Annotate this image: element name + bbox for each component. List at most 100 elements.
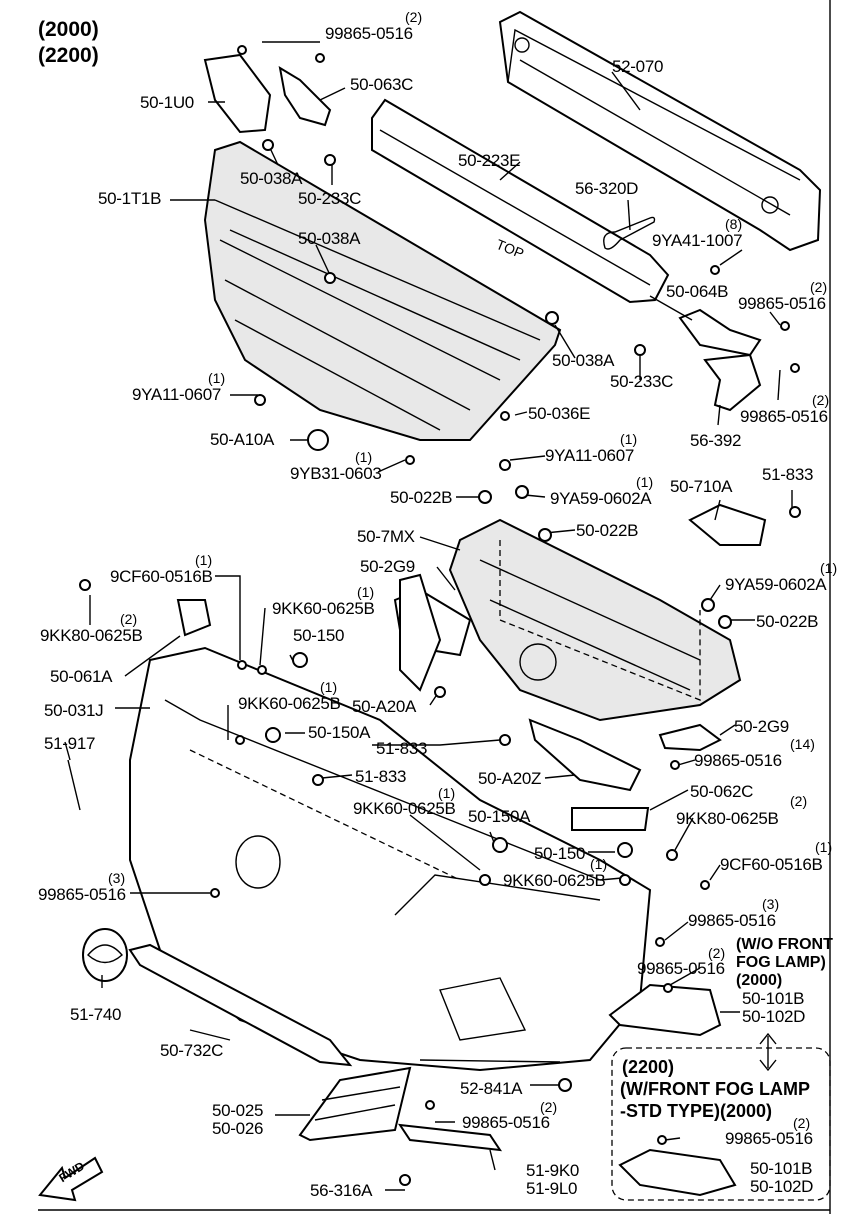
part-qty: (1) <box>815 839 833 855</box>
part-label: 9YA11-0607 <box>132 385 221 404</box>
part-qty: (2) <box>405 9 423 25</box>
grille-insert-025 <box>298 1066 412 1142</box>
svg-text:TOP: TOP <box>494 236 526 262</box>
part-qty: (3) <box>108 870 126 886</box>
part-qty: (2) <box>790 793 808 809</box>
part-label: 50-038A <box>240 169 303 188</box>
part-label: 50-102D <box>750 1177 814 1196</box>
fog-cover-wo-fog <box>608 983 722 1037</box>
part-label: 50-150A <box>308 723 371 742</box>
bracket-a20z <box>528 718 642 792</box>
part-label: 51-9L0 <box>526 1179 578 1198</box>
part-label: 50-061A <box>50 667 113 686</box>
part-label: 50-064B <box>666 282 729 301</box>
part-label: 50-223E <box>458 151 521 170</box>
note-with-fog-line3: -STD TYPE)(2000) <box>620 1101 773 1121</box>
panel-710a <box>688 503 767 546</box>
part-label: 99865-0516 <box>694 751 782 770</box>
part-qty: (1) <box>590 856 608 872</box>
part-label: 50-025 <box>212 1101 264 1120</box>
part-label: 50-038A <box>552 351 615 370</box>
part-label: 50-101B <box>742 989 805 1008</box>
part-qty: (1) <box>195 552 213 568</box>
part-label: 99865-0516 <box>38 885 126 904</box>
part-qty: (1) <box>820 560 838 576</box>
emblem-51-740 <box>82 928 128 982</box>
part-label: 9KK80-0625B <box>40 626 143 645</box>
part-label: 99865-0516 <box>738 294 826 313</box>
bracket-061a <box>176 599 212 637</box>
bracket-left-upper <box>203 53 272 134</box>
part-label: 50-150 <box>534 844 586 863</box>
part-label: 50-026 <box>212 1119 264 1138</box>
bracket-064b <box>678 308 762 357</box>
part-label: 9YA59-0602A <box>725 575 827 594</box>
part-qty: (1) <box>208 370 226 386</box>
part-label: 50-038A <box>298 229 361 248</box>
part-label: 51-9K0 <box>526 1161 580 1180</box>
note-wo-fog-line1: (W/O FRONT <box>736 936 833 953</box>
part-label: 9YA59-0602A <box>550 489 652 508</box>
part-label: 50-2G9 <box>360 557 415 576</box>
part-qty: (1) <box>636 474 654 490</box>
part-label: 56-392 <box>690 431 742 450</box>
part-qty: (2) <box>810 279 828 295</box>
part-qty: (1) <box>357 584 375 600</box>
part-label: 50-150A <box>468 807 531 826</box>
model-header-2000: (2000) <box>38 18 99 41</box>
part-label: 9YB31-0603 <box>290 464 382 483</box>
part-qty: (1) <box>320 679 338 695</box>
part-qty: (1) <box>355 449 373 465</box>
part-label: 50-150 <box>293 626 345 645</box>
model-header-2200: (2200) <box>38 44 99 67</box>
part-label: 99865-0516 <box>462 1113 550 1132</box>
leader-lines <box>64 41 793 1191</box>
part-label: 50-A10A <box>210 430 275 449</box>
part-label: 50-233C <box>298 189 362 208</box>
part-qty: (2) <box>708 945 726 961</box>
part-label: 51-740 <box>70 1005 122 1024</box>
radiator-grille <box>203 140 562 441</box>
fwd-arrow <box>38 1156 104 1202</box>
part-qty: (14) <box>790 736 815 752</box>
part-label: 9KK60-0625B <box>353 799 456 818</box>
part-label: 52-841A <box>460 1079 523 1098</box>
part-label: 50-102D <box>742 1007 806 1026</box>
part-label: 9KK80-0625B <box>676 809 779 828</box>
part-label: 9KK60-0625B <box>503 871 606 890</box>
part-label: 50-031J <box>44 701 104 720</box>
part-label: 51-833 <box>355 767 407 786</box>
reinforcement-bar <box>498 10 822 252</box>
part-label: 50-233C <box>610 372 674 391</box>
part-label: 99865-0516 <box>740 407 828 426</box>
part-label: 50-063C <box>350 75 414 94</box>
part-label: 50-062C <box>690 782 754 801</box>
bracket-2g9-right <box>658 723 722 752</box>
part-label: 9YA41-1007 <box>652 231 743 250</box>
part-qty: (2) <box>793 1115 811 1131</box>
molding-51-9k0 <box>397 1123 503 1152</box>
with-fog-lamp-box <box>611 1047 831 1201</box>
part-label: 99865-0516 <box>637 959 725 978</box>
lower-lip-732c <box>128 943 353 1067</box>
bracket-56-392 <box>703 353 762 412</box>
part-label: 50-1T1B <box>98 189 162 208</box>
part-label: 50-022B <box>756 612 819 631</box>
note-with-fog-line1: (2200) <box>622 1057 675 1077</box>
part-qty: (2) <box>540 1099 558 1115</box>
part-label: 50-101B <box>750 1159 813 1178</box>
bracket-062c <box>571 807 650 831</box>
part-label: 51-833 <box>376 739 428 758</box>
part-qty: (2) <box>812 392 830 408</box>
part-label: 99865-0516 <box>688 911 776 930</box>
fog-cover-with-fog <box>618 1148 737 1197</box>
part-label: 50-022B <box>390 488 453 507</box>
part-label: 9YA11-0607 <box>545 446 634 465</box>
tow-hook <box>603 216 656 250</box>
bracket-a20a <box>399 573 442 692</box>
bumper-fascia <box>129 646 652 1072</box>
part-qty: (2) <box>120 611 138 627</box>
stripe-51-917 <box>67 759 81 811</box>
part-qty: (1) <box>620 431 638 447</box>
